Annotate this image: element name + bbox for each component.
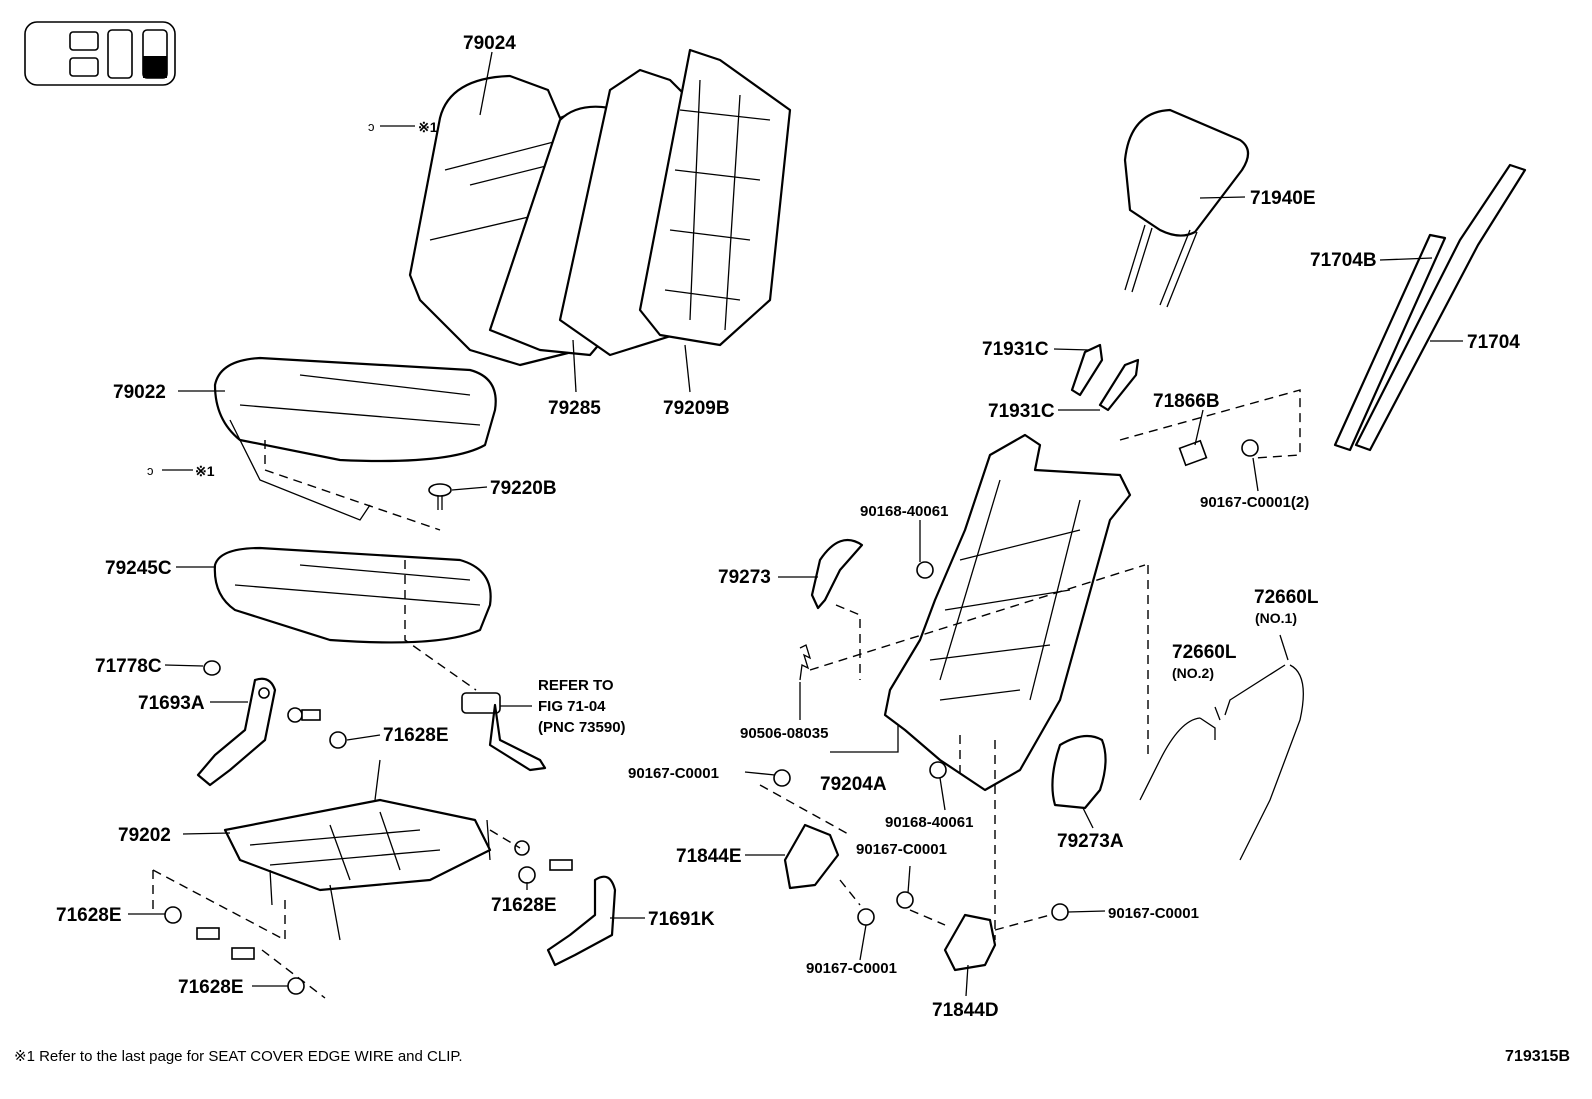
- label-71704B: 71704B: [1310, 250, 1377, 271]
- label-72660L-2: 72660L: [1172, 642, 1237, 663]
- label-79285: 79285: [548, 398, 601, 419]
- cushion-cover-illustration: [213, 356, 497, 521]
- headrest-illustration: [1123, 108, 1250, 308]
- clip-79220B-icon: [428, 483, 452, 510]
- illustration-id: 719315B: [1505, 1048, 1570, 1065]
- seatback-frame-illustration: [638, 48, 792, 347]
- label-79204A: 79204A: [820, 774, 887, 795]
- part-callouts: 79024 ↄ ※1 79022 ↄ ※1 79285 79209B 79220…: [56, 33, 1520, 1021]
- label-90167-C0001-2: 90167-C0001(2): [1200, 494, 1309, 511]
- label-72660L-2-sub: (NO.2): [1172, 665, 1214, 681]
- label-71628E-d: 71628E: [178, 977, 244, 998]
- label-71844D: 71844D: [932, 1000, 999, 1021]
- label-79273A: 79273A: [1057, 831, 1124, 852]
- label-edge-wire-mark-b: ↄ: [147, 463, 154, 478]
- cover-79273A-illustration: [1051, 734, 1107, 810]
- label-note-ref-a: ※1: [418, 119, 438, 135]
- cover-71844D-illustration: [943, 913, 997, 972]
- label-79209B: 79209B: [663, 398, 730, 419]
- label-90168-40061-a: 90168-40061: [860, 503, 948, 520]
- label-71693A: 71693A: [138, 693, 205, 714]
- spring-icon: [799, 644, 812, 681]
- label-79202: 79202: [118, 825, 171, 846]
- side-trim-71704B-illustration: [1333, 233, 1447, 452]
- seatback-frame-79204A-illustration: [883, 433, 1132, 792]
- cushion-pad-illustration: [213, 546, 492, 644]
- label-79220B: 79220B: [490, 478, 557, 499]
- label-79245C: 79245C: [105, 558, 172, 579]
- label-edge-wire-mark: ↄ: [368, 119, 375, 134]
- cover-79273-illustration: [810, 538, 864, 610]
- cushion-frame-illustration: [223, 759, 492, 941]
- label-71628E-a: 71628E: [383, 725, 449, 746]
- cover-71844E-illustration: [783, 823, 840, 890]
- label-71628E-c: 71628E: [491, 895, 557, 916]
- label-71691K: 71691K: [648, 909, 715, 930]
- label-71866B: 71866B: [1153, 391, 1220, 412]
- footnote: ※1 Refer to the last page for SEAT COVER…: [14, 1048, 463, 1065]
- label-71931C-a: 71931C: [982, 339, 1049, 360]
- label-79022: 79022: [113, 382, 166, 403]
- headrest-support-icon: [1070, 343, 1140, 412]
- label-72660L-1-sub: (NO.1): [1255, 610, 1297, 626]
- label-refer-line-1: REFER TO: [538, 677, 614, 694]
- hinge-cover-71693A-illustration: [196, 660, 277, 787]
- leader-lines: [128, 51, 1463, 997]
- label-90167-C0001-c: 90167-C0001: [806, 960, 897, 977]
- side-trim-71704-illustration: [1354, 163, 1527, 452]
- label-71844E: 71844E: [676, 846, 742, 867]
- release-cable-illustration: [1139, 664, 1304, 861]
- bracket-71866B-icon: [1178, 439, 1259, 467]
- label-note-ref-b: ※1: [195, 463, 215, 479]
- label-90167-C0001-a: 90167-C0001: [628, 765, 719, 782]
- hinge-cover-71691K-illustration: [546, 875, 617, 967]
- label-79024: 79024: [463, 33, 516, 54]
- strap-illustration: [461, 692, 547, 772]
- label-90168-40061-b: 90168-40061: [885, 814, 973, 831]
- label-90506-08035: 90506-08035: [740, 725, 828, 742]
- label-71704: 71704: [1467, 332, 1520, 353]
- nut-bolt-set-icon: [164, 707, 573, 995]
- label-71940E: 71940E: [1250, 188, 1316, 209]
- label-90167-C0001-b: 90167-C0001: [856, 841, 947, 858]
- label-90167-C0001-d: 90167-C0001: [1108, 905, 1199, 922]
- label-71931C-b: 71931C: [988, 401, 1055, 422]
- seat-position-indicator-icon: [24, 21, 176, 86]
- label-79273: 79273: [718, 567, 771, 588]
- label-refer-line-2: FIG 71-04: [538, 698, 606, 715]
- label-72660L-1: 72660L: [1254, 587, 1319, 608]
- label-71778C: 71778C: [95, 656, 162, 677]
- label-71628E-b: 71628E: [56, 905, 122, 926]
- dashed-assembly-lines: [152, 389, 1301, 999]
- label-refer-line-3: (PNC 73590): [538, 719, 626, 736]
